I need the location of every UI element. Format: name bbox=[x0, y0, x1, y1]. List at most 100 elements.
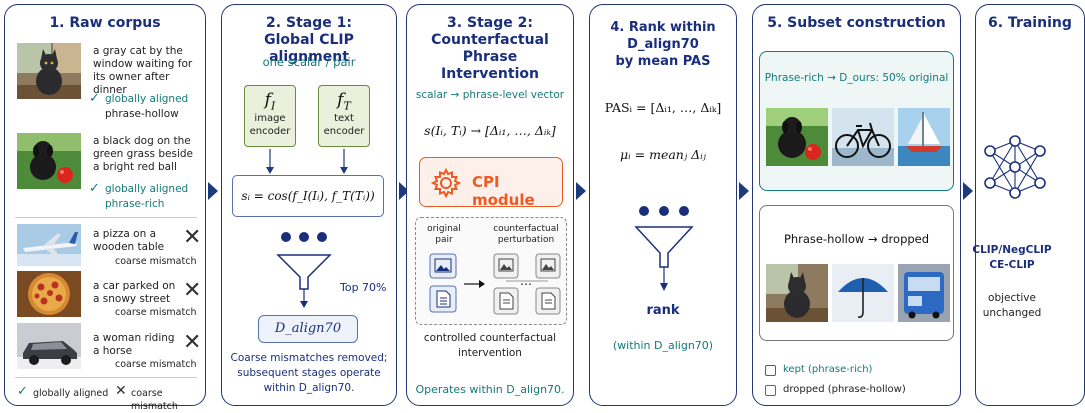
bicycle-image bbox=[832, 108, 894, 166]
objective-line: unchanged bbox=[982, 307, 1042, 319]
model-line: CLIP/NegCLIP bbox=[972, 244, 1052, 256]
perturbed-image-icon-1 bbox=[493, 253, 519, 279]
label-line: pair bbox=[435, 235, 453, 245]
panel-title: 5. Subset construction bbox=[767, 15, 946, 31]
operates-footer: Operates within D_align70. bbox=[415, 383, 565, 396]
cat-caption: a gray cat by the window waiting for its… bbox=[93, 45, 205, 97]
kept-legend-checkbox bbox=[765, 365, 776, 376]
caption-line: a snowy street bbox=[93, 293, 171, 305]
legend-aligned: globally aligned bbox=[33, 388, 109, 399]
note-line: within D_align70. bbox=[263, 382, 355, 394]
encoder-line: encoder bbox=[249, 126, 291, 138]
perturbed-doc-icon-1 bbox=[493, 287, 519, 315]
flow-arrow-2 bbox=[399, 182, 409, 200]
airplane-image bbox=[17, 224, 81, 266]
label-line: counterfactual bbox=[493, 224, 559, 234]
status-rich: phrase-rich bbox=[105, 198, 165, 210]
dataset-label: D_align70 bbox=[274, 321, 342, 336]
dataset-box: D_align70 bbox=[258, 315, 358, 343]
objective-label: objective unchanged bbox=[972, 291, 1052, 321]
check-icon: ✓ bbox=[89, 181, 100, 196]
title-line: 2. Stage 1: bbox=[266, 15, 352, 31]
cat-image bbox=[17, 43, 81, 99]
woman-caption: a woman riding a horse bbox=[93, 332, 175, 358]
pizza-image bbox=[17, 271, 81, 317]
kept-legend-label: kept (phrase-rich) bbox=[783, 364, 873, 375]
caption-line: green grass beside bbox=[93, 148, 193, 160]
flow-arrow-3 bbox=[576, 182, 586, 200]
phrase-hollow-box: Phrase-hollow → dropped bbox=[759, 205, 954, 341]
encoder-line: encoder bbox=[323, 126, 365, 138]
model-line: CE-CLIP bbox=[989, 259, 1035, 271]
symbol-sub: T bbox=[343, 99, 351, 113]
dropped-legend-checkbox bbox=[765, 385, 776, 396]
intervention-note: controlled counterfactual intervention bbox=[407, 331, 573, 361]
legend-cross-icon: ✕ bbox=[115, 383, 127, 399]
panel-title: 6. Training bbox=[988, 15, 1072, 31]
title-line: 4. Rank within D_align70 bbox=[610, 20, 716, 52]
caption-line: a pizza on a bbox=[93, 228, 156, 240]
encoder-arrows bbox=[266, 149, 348, 174]
svg-text:⋯: ⋯ bbox=[520, 277, 532, 291]
panel-subtitle: scalar → phrase-level vector bbox=[415, 89, 565, 101]
original-image-icon bbox=[429, 253, 457, 279]
symbol-sub: I bbox=[270, 99, 276, 113]
panel-subtitle: one scalar / pair bbox=[262, 55, 356, 69]
panel-title: 3. Stage 2: Counterfactual Phrase Interv… bbox=[407, 15, 573, 83]
car-image bbox=[17, 323, 81, 369]
top-percent-label: Top 70% bbox=[340, 281, 387, 294]
bus-image bbox=[898, 264, 950, 322]
dog-caption: a black dog on the green grass beside a … bbox=[93, 135, 205, 174]
cat-image bbox=[766, 264, 828, 322]
text-encoder-box: fT text encoder bbox=[318, 85, 370, 147]
dog-image bbox=[17, 133, 81, 189]
cross-icon: ✕ bbox=[183, 330, 202, 355]
label-line: perturbation bbox=[497, 235, 555, 245]
encoder-line: text bbox=[334, 113, 354, 125]
status-aligned: globally aligned bbox=[105, 93, 189, 105]
panel-stage2: 3. Stage 2: Counterfactual Phrase Interv… bbox=[406, 4, 574, 406]
note-line: controlled counterfactual bbox=[423, 332, 557, 344]
cpi-module-label: CPI module bbox=[472, 173, 535, 209]
objective-line: objective bbox=[988, 292, 1036, 304]
sailboat-image bbox=[898, 108, 950, 166]
encoder-line: image bbox=[254, 113, 286, 125]
check-icon: ✓ bbox=[89, 91, 100, 106]
note-line: Coarse mismatches removed; bbox=[230, 352, 388, 364]
pizza-caption: a pizza on a wooden table bbox=[93, 228, 164, 254]
title-line: Global CLIP alignment bbox=[264, 32, 354, 65]
status-mismatch: coarse mismatch bbox=[115, 256, 197, 267]
flow-arrow-5 bbox=[963, 182, 973, 200]
dog-ball-image bbox=[766, 108, 828, 166]
panel-title: 2. Stage 1: Global CLIP alignment bbox=[222, 15, 396, 66]
panel-training: 6. Training CLIP/NegCLIP CE-CLIP objecti… bbox=[972, 4, 1085, 406]
symbol-text: f bbox=[337, 90, 344, 110]
legend-check-icon: ✓ bbox=[17, 384, 28, 399]
status-mismatch: coarse mismatch bbox=[115, 359, 197, 370]
caption-line: a horse bbox=[93, 345, 133, 357]
caption-line: a woman riding bbox=[93, 332, 175, 344]
caption-line: a gray cat by the bbox=[93, 45, 183, 57]
dropped-legend-label: dropped (phrase-hollow) bbox=[783, 384, 906, 395]
symbol-text: f bbox=[264, 90, 271, 110]
label-line: original bbox=[427, 224, 461, 234]
phrase-formula: s(Iᵢ, Tᵢ) → [Δᵢ₁, …, Δᵢₖ] bbox=[424, 123, 556, 138]
mean-formula: μᵢ = meanⱼ Δᵢⱼ bbox=[620, 147, 706, 162]
similarity-formula: sᵢ = cos(f_I(Iᵢ), f_T(Tᵢ)) bbox=[241, 189, 375, 203]
status-mismatch: coarse mismatch bbox=[115, 307, 197, 318]
pas-formula: PASᵢ = [Δᵢ₁, …, Δᵢₖ] bbox=[604, 100, 722, 115]
cpi-module-box: CPI module bbox=[419, 157, 563, 209]
perturbed-doc-icon-2 bbox=[535, 287, 561, 315]
panel-raw-corpus: 1. Raw corpus a gray cat by the window w… bbox=[4, 4, 206, 412]
cross-icon: ✕ bbox=[183, 225, 202, 250]
caption-line: its owner after dinner bbox=[93, 71, 170, 96]
original-doc-icon bbox=[429, 285, 457, 313]
gear-icon bbox=[430, 167, 462, 199]
caption-line: window waiting for bbox=[93, 58, 193, 70]
stage1-note: Coarse mismatches removed; subsequent st… bbox=[222, 351, 396, 396]
status-hollow: phrase-hollow bbox=[105, 108, 179, 120]
within-label: (within D_align70) bbox=[612, 339, 714, 352]
title-line: Counterfactual Phrase bbox=[431, 32, 549, 65]
flow-arrow-1 bbox=[208, 182, 218, 200]
phrase-rich-label: Phrase-rich → D_ours: 50% original bbox=[764, 72, 949, 84]
